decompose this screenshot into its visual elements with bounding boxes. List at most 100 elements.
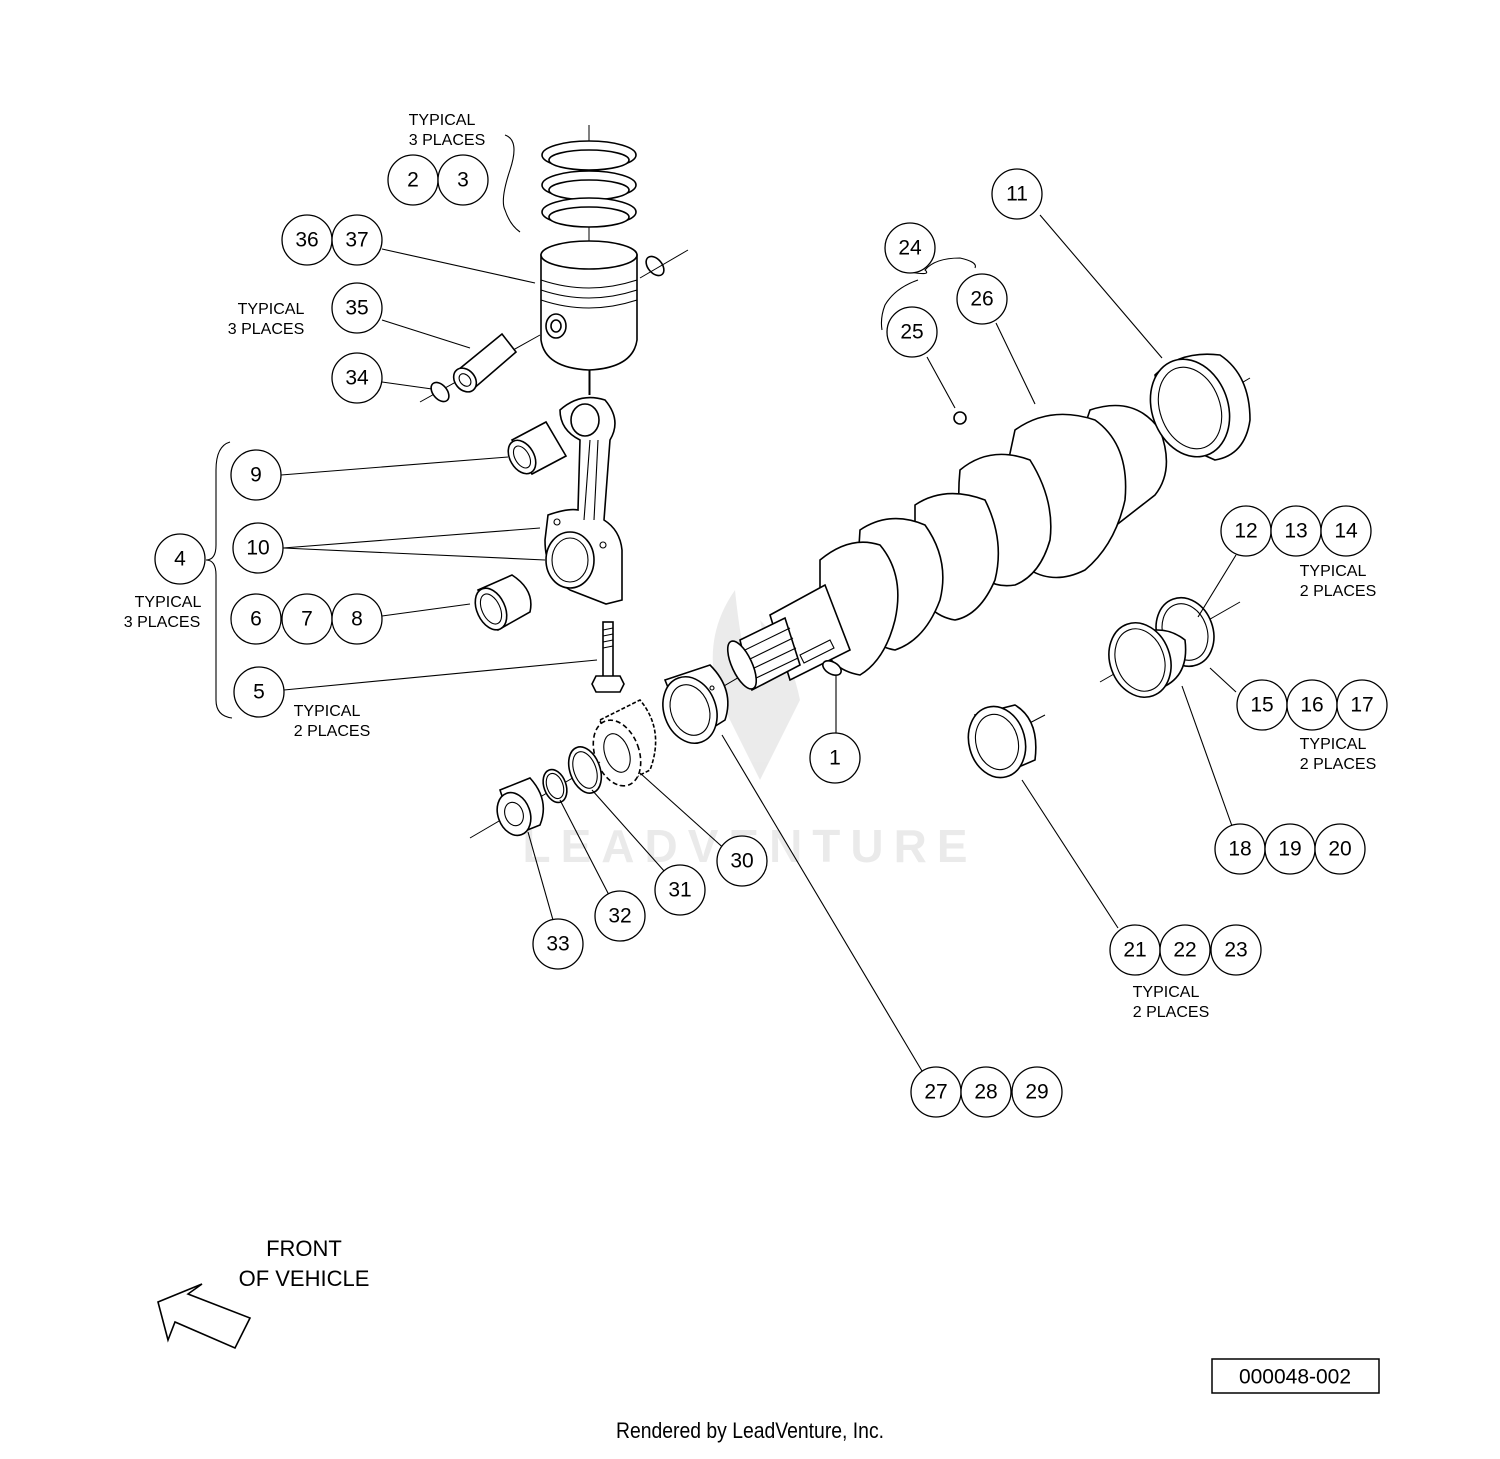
svg-text:22: 22: [1173, 939, 1196, 962]
oil-plug: [953, 411, 967, 425]
callout-18[interactable]: 18: [1214, 823, 1266, 875]
callout-26[interactable]: 26: [956, 273, 1008, 325]
note-typical: TYPICAL: [1300, 736, 1367, 753]
note-places: 2 PLACES: [1300, 583, 1376, 600]
note-piston-pin: TYPICAL 3 PLACES: [228, 301, 305, 338]
front-label-line2: OF VEHICLE: [239, 1266, 370, 1291]
note-typical: TYPICAL: [1133, 984, 1200, 1001]
svg-text:24: 24: [898, 237, 922, 260]
svg-text:25: 25: [900, 321, 923, 344]
note-rings: TYPICAL 3 PLACES: [409, 112, 486, 149]
callout-31[interactable]: 31: [654, 864, 706, 916]
svg-text:17: 17: [1350, 694, 1373, 717]
callout-3[interactable]: 3: [437, 154, 489, 206]
callout-10[interactable]: 10: [232, 522, 284, 574]
front-seal: [496, 777, 545, 837]
note-typical: TYPICAL: [1300, 563, 1367, 580]
leader-lines: [205, 134, 1237, 1072]
note-main-bearing: TYPICAL 2 PLACES: [1133, 984, 1210, 1021]
callout-13[interactable]: 13: [1270, 505, 1322, 557]
callout-35[interactable]: 35: [331, 282, 383, 334]
callout-12[interactable]: 12: [1220, 505, 1272, 557]
callout-11[interactable]: 11: [991, 168, 1043, 220]
callout-27[interactable]: 27: [910, 1066, 962, 1118]
callout-2[interactable]: 2: [387, 154, 439, 206]
piston: [540, 240, 638, 371]
callout-34[interactable]: 34: [331, 352, 383, 404]
rod-bearing: [474, 574, 532, 632]
callout-30[interactable]: 30: [716, 835, 768, 887]
small-end-bushing: [507, 420, 568, 476]
main-bearing: [967, 704, 1046, 779]
svg-text:16: 16: [1300, 694, 1323, 717]
callout-7[interactable]: 7: [281, 593, 333, 645]
svg-text:23: 23: [1224, 939, 1247, 962]
callout-25[interactable]: 25: [886, 306, 938, 358]
note-rod-bolt: TYPICAL 2 PLACES: [294, 703, 371, 740]
callout-37[interactable]: 37: [331, 214, 383, 266]
svg-text:18: 18: [1228, 838, 1251, 861]
callout-8[interactable]: 8: [331, 593, 383, 645]
svg-text:28: 28: [974, 1081, 997, 1104]
callout-36[interactable]: 36: [281, 214, 333, 266]
rod-bolt: [591, 621, 625, 693]
callout-4[interactable]: 4: [154, 533, 206, 585]
svg-text:27: 27: [924, 1081, 947, 1104]
callout-20[interactable]: 20: [1314, 823, 1366, 875]
svg-text:26: 26: [970, 288, 993, 311]
thrust-washers: [469, 746, 603, 839]
note-typical: TYPICAL: [238, 301, 305, 318]
callout-9[interactable]: 9: [230, 449, 282, 501]
svg-text:31: 31: [668, 879, 691, 902]
callout-14[interactable]: 14: [1320, 505, 1372, 557]
svg-text:7: 7: [301, 608, 313, 631]
note-places: 3 PLACES: [124, 614, 200, 631]
front-bearing: [662, 664, 729, 744]
connecting-rod: [544, 370, 623, 605]
rear-main-bearing: [1149, 353, 1251, 461]
svg-text:1: 1: [829, 747, 841, 770]
callout-23[interactable]: 23: [1210, 924, 1262, 976]
callout-24[interactable]: 24: [884, 222, 936, 274]
callout-22[interactable]: 22: [1159, 924, 1211, 976]
piston-rings: [541, 125, 637, 395]
front-arrow-icon: [157, 1283, 252, 1350]
drawing-number-box: 000048-002: [1211, 1358, 1380, 1394]
svg-text:11: 11: [1006, 183, 1028, 206]
svg-text:36: 36: [295, 229, 318, 252]
front-label-line1: FRONT: [266, 1236, 342, 1261]
svg-text:33: 33: [546, 933, 569, 956]
front-of-vehicle-indicator: FRONT OF VEHICLE: [157, 1236, 370, 1350]
svg-text:3: 3: [457, 169, 469, 192]
callout-33[interactable]: 33: [532, 918, 584, 970]
svg-text:13: 13: [1284, 520, 1307, 543]
drawing-number: 000048-002: [1239, 1366, 1351, 1389]
callout-6[interactable]: 6: [230, 593, 282, 645]
svg-text:4: 4: [174, 548, 186, 571]
svg-text:6: 6: [250, 608, 262, 631]
callout-15[interactable]: 15: [1236, 679, 1288, 731]
note-places: 2 PLACES: [294, 723, 370, 740]
svg-text:5: 5: [253, 681, 265, 704]
callout-16[interactable]: 16: [1286, 679, 1338, 731]
svg-text:10: 10: [246, 537, 269, 560]
callout-5[interactable]: 5: [233, 666, 285, 718]
callout-28[interactable]: 28: [960, 1066, 1012, 1118]
svg-text:35: 35: [345, 297, 368, 320]
svg-text:8: 8: [351, 608, 363, 631]
note-typical: TYPICAL: [409, 112, 476, 129]
svg-text:32: 32: [608, 905, 631, 928]
crankshaft-gear: [592, 699, 657, 787]
callout-19[interactable]: 19: [1264, 823, 1316, 875]
callout-17[interactable]: 17: [1336, 679, 1388, 731]
svg-text:12: 12: [1234, 520, 1257, 543]
note-places: 3 PLACES: [409, 132, 485, 149]
callout-29[interactable]: 29: [1011, 1066, 1063, 1118]
callout-32[interactable]: 32: [594, 890, 646, 942]
note-typical: TYPICAL: [294, 703, 361, 720]
crankshaft: [699, 377, 1251, 701]
svg-text:9: 9: [250, 464, 262, 487]
callout-1[interactable]: 1: [809, 732, 861, 784]
callout-21[interactable]: 21: [1109, 924, 1161, 976]
